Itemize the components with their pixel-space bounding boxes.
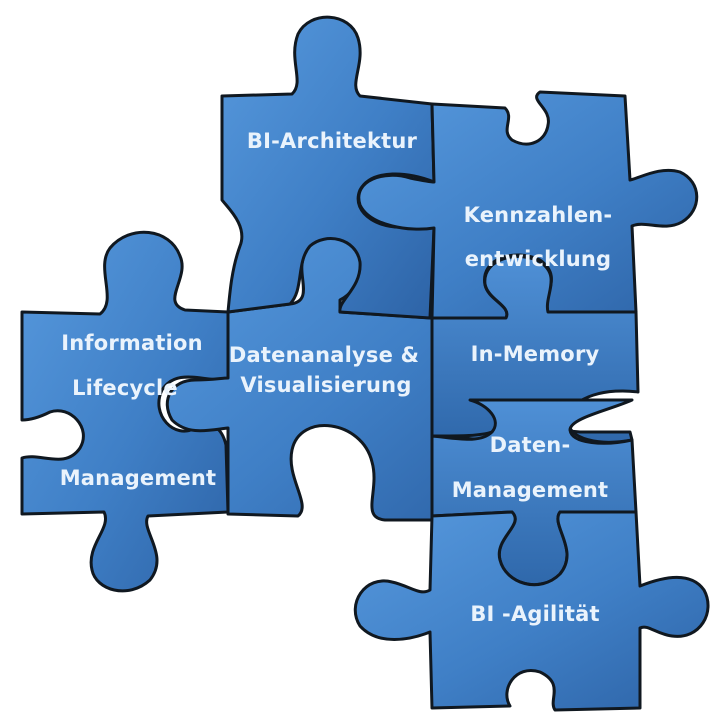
label-kennzahlen-line-2: entwicklung [465,247,612,271]
label-datenanalyse-line-1: Datenanalyse & [229,343,419,367]
label-in-memory: In-Memory [471,342,600,366]
puzzle-piece-information-lifecycle-management [20,230,230,593]
label-daten-management-line-1: Daten- [490,433,571,457]
label-datenanalyse-line-2: Visualisierung [240,373,411,397]
label-information-lifecycle-line-1: Information [61,331,203,355]
label-daten-management-line-2: Management [452,478,609,502]
label-information-lifecycle-line-2: Lifecycle [72,376,178,400]
label-information-lifecycle-line-3: Management [60,466,217,490]
label-bi-architektur: BI-Architektur [247,129,418,153]
puzzle-piece-bi-agilitaet [353,510,710,712]
label-bi-agilitaet: BI -Agilität [470,602,599,626]
puzzle-labels: BI-Architektur Kennzahlen- entwicklung I… [60,129,613,626]
label-kennzahlen-line-1: Kennzahlen- [464,203,613,227]
